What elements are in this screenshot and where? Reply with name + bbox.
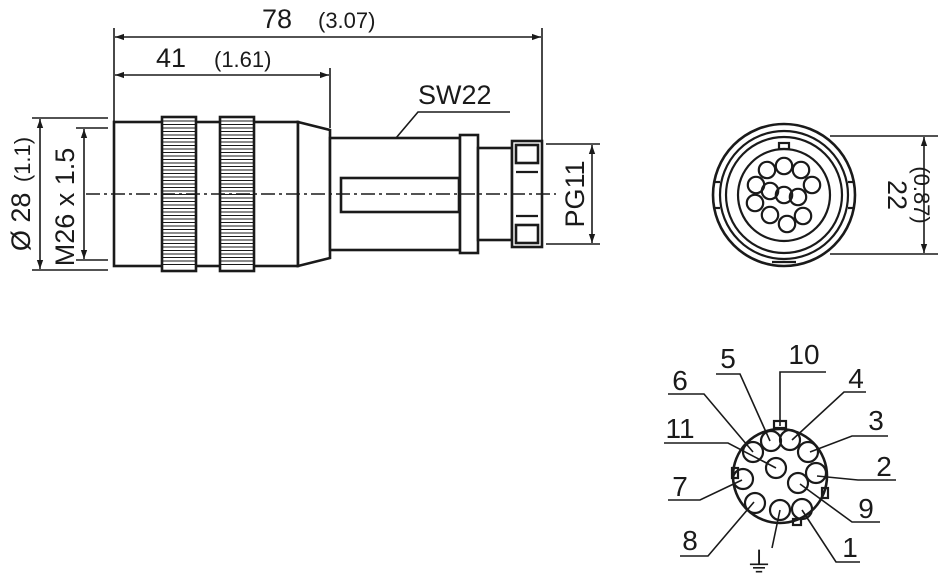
pin-p11	[764, 456, 788, 480]
front-pin	[757, 160, 777, 180]
pin-leader	[664, 442, 777, 469]
knurl-pattern-1	[163, 120, 195, 265]
pinout-diagram: 1 2 3 4 5 6 7 8 9 10 11 ⏚	[664, 339, 896, 578]
pin-p9	[786, 471, 810, 495]
pin-label-1: 1	[842, 532, 858, 563]
front-pin	[788, 187, 808, 207]
pin-leader	[779, 371, 826, 426]
front-pin	[774, 185, 794, 205]
cable-gland-label: PG11	[560, 160, 590, 227]
diameter-label: Ø 28 (1.1)	[6, 137, 36, 251]
ground-symbol: ⏚	[745, 547, 773, 578]
pin-label-10: 10	[788, 339, 819, 370]
front-outer-ring	[711, 122, 857, 268]
front-pin	[760, 205, 780, 225]
wrench-leader	[395, 111, 510, 139]
pin-label-5: 5	[720, 343, 736, 374]
overall-length-inch: (3.07)	[318, 8, 375, 33]
front-height-inch: (0.87)	[909, 166, 934, 223]
pin-leader	[716, 373, 771, 442]
pin-label-11: 11	[665, 413, 694, 444]
pin-leader	[680, 501, 755, 557]
pinout-pins	[730, 428, 830, 527]
grip-length-inch: (1.61)	[214, 47, 271, 72]
front-pin	[777, 214, 797, 234]
pin-label-7: 7	[672, 471, 688, 502]
pin-key	[820, 486, 830, 500]
thread-label: M26 x 1.5	[50, 148, 80, 267]
front-pin	[745, 193, 765, 213]
pin-leader	[801, 509, 860, 563]
pin-label-9: 9	[858, 493, 874, 524]
pin-p3	[796, 440, 820, 464]
front-height-mm: 22	[882, 180, 912, 210]
pin-key	[791, 517, 803, 527]
pin-label-6: 6	[672, 365, 688, 396]
pin-label-4: 4	[848, 363, 864, 394]
pin-leader	[799, 483, 880, 523]
side-view: 78 (3.07) 41 (1.61) SW22	[6, 4, 600, 273]
front-pin	[774, 156, 794, 176]
pin-leader	[668, 479, 743, 501]
pin-pe	[768, 498, 792, 522]
pin-label-8: 8	[682, 525, 698, 556]
pin-label-3: 3	[868, 405, 884, 436]
pin-leader	[771, 509, 781, 549]
front-view: 22 (0.87)	[711, 122, 938, 268]
grip-length-mm: 41	[156, 43, 186, 73]
pin-p6	[741, 440, 765, 464]
pin-p2	[804, 461, 828, 485]
pin-p5	[759, 429, 783, 453]
pin-leader	[816, 475, 896, 481]
pin-leader	[668, 393, 754, 453]
pin-p8	[743, 491, 767, 515]
front-pin	[802, 175, 822, 195]
front-pins	[745, 156, 822, 234]
sleeve-flat	[339, 176, 461, 214]
pin-label-2: 2	[876, 451, 892, 482]
overall-length-mm: 78	[262, 4, 292, 34]
pinout-leaders	[664, 371, 896, 563]
front-pin	[791, 160, 811, 180]
pin-leader	[791, 391, 866, 441]
front-pin	[760, 181, 780, 201]
pin-key	[730, 466, 740, 480]
pin-leader	[809, 435, 888, 453]
wrench-size-label: SW22	[418, 80, 492, 110]
front-pin	[793, 206, 813, 226]
